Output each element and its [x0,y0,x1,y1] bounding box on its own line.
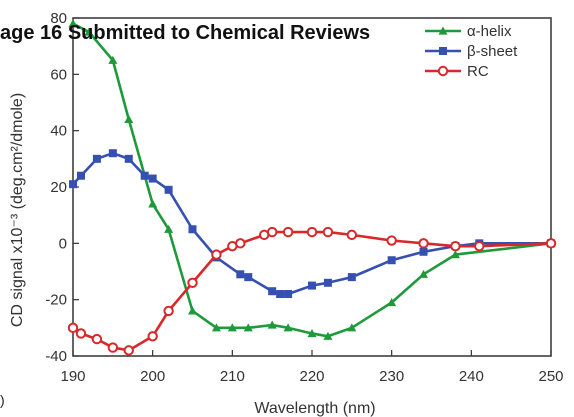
data-point [282,226,294,238]
data-point [323,331,333,340]
data-point [283,323,293,332]
data-point [243,323,253,332]
y-tick-label: -40 [45,348,67,365]
data-point [306,226,318,238]
data-point [211,249,222,260]
data-point [347,323,357,332]
data-point [386,235,397,246]
data-point [450,250,460,259]
data-point [164,224,174,233]
legend-label: RC [467,63,489,80]
y-tick-label: 60 [50,66,67,83]
data-point [387,297,397,307]
x-tick-label: 210 [220,368,245,385]
data-point [545,238,557,249]
data-point [108,149,117,158]
y-tick-label: -20 [45,292,67,309]
y-tick-label: 20 [50,179,67,196]
x-axis-title: Wavelength (nm) [254,400,375,417]
data-point [76,171,85,180]
legend-label: α-helix [467,23,512,40]
data-point [188,306,197,315]
data-point [438,26,448,35]
y-axis-title: CD signal x10⁻³ (deg.cm²/dmole) [9,93,26,327]
data-point [322,226,334,238]
data-point [244,273,253,282]
data-point [188,225,197,234]
data-point [108,55,118,64]
data-point [67,322,79,334]
data-point [147,331,158,342]
page-header-overlay: age 16 Submitted to Chemical Reviews [0,22,371,44]
data-point [439,47,447,55]
data-point [211,323,221,332]
data-point [91,333,103,345]
data-point [163,305,174,317]
x-tick-label: 230 [379,368,404,385]
series-line [72,230,552,352]
data-point [107,342,119,353]
data-point [227,323,237,332]
data-point [164,185,173,194]
data-point [124,154,133,163]
data-point [419,269,429,278]
data-point [347,273,356,282]
x-tick-label: 240 [459,368,484,385]
x-tick-label: 190 [60,368,85,385]
data-point [236,270,245,279]
data-point [267,320,277,329]
series-triangle [68,19,556,340]
x-tick-label: 250 [538,368,563,385]
data-point [124,114,134,123]
data-point [418,238,429,249]
series-square [69,149,555,299]
data-point [92,154,101,163]
y-tick-label: 40 [50,123,67,140]
data-point [84,27,94,36]
axes: 190 200 210 220 230 240 250 -40 -20 0 20 40 60 80 [45,10,563,385]
data-point [419,247,428,256]
data-point [450,240,461,252]
data-point [284,290,293,299]
data-point [148,199,158,208]
data-point [123,345,134,356]
data-point [437,65,449,77]
legend-label: β-sheet [467,43,518,60]
y-tick-label: 0 [59,235,67,252]
y-tick-label: 80 [50,10,67,27]
data-point [69,180,77,189]
data-point [276,290,285,299]
data-point [308,281,316,290]
data-point [268,287,277,296]
data-point [75,328,87,339]
data-point [148,174,157,183]
data-point [235,238,246,249]
series-circle [67,226,557,356]
data-point [68,19,78,28]
data-point [387,256,396,265]
data-point [140,171,149,180]
data-point [323,278,332,287]
data-point [266,226,278,238]
data-point [474,240,485,252]
x-tick-label: 220 [299,368,324,385]
x-tick-label: 200 [140,368,165,385]
data-point [346,229,358,241]
series-layer [67,19,557,356]
page-fragment: ) [0,392,5,408]
data-point [187,277,198,288]
data-point [307,328,317,338]
